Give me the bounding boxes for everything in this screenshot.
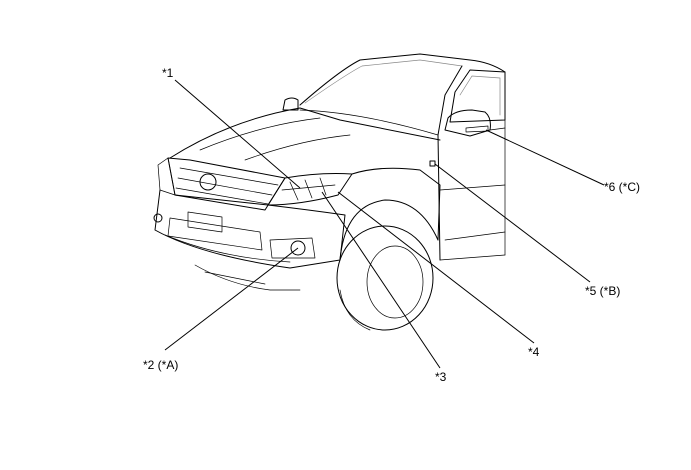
grille-bar-1 bbox=[179, 167, 279, 186]
front-rim bbox=[366, 245, 424, 319]
side-turn-lamp bbox=[429, 160, 436, 167]
body-crease bbox=[439, 184, 506, 191]
front-bumper bbox=[154, 189, 346, 269]
right-headlamp bbox=[267, 173, 353, 206]
front-tire bbox=[336, 225, 434, 331]
callout-1: *1 bbox=[162, 66, 174, 80]
leader-2 bbox=[164, 247, 299, 351]
wheel-arch bbox=[339, 199, 439, 261]
headlamp-inner-1 bbox=[289, 181, 299, 201]
a-pillar bbox=[437, 65, 463, 136]
bumper-lower bbox=[164, 234, 291, 263]
mirror-turn-lamp bbox=[465, 125, 489, 133]
callout-4: *4 bbox=[528, 345, 540, 359]
right-fog-lamp bbox=[290, 240, 306, 256]
grille-bar-3 bbox=[175, 187, 269, 205]
side-window-trim bbox=[459, 75, 501, 116]
side-step bbox=[444, 231, 506, 241]
callout-2: *2 (*A) bbox=[143, 358, 179, 372]
leader-6 bbox=[485, 129, 605, 186]
mirror-stalk bbox=[489, 127, 506, 131]
leader-3 bbox=[321, 191, 441, 369]
license-plate bbox=[187, 211, 223, 233]
right-mirror bbox=[444, 109, 491, 137]
callout-5: *5 (*B) bbox=[585, 284, 621, 298]
headlamp-inner-2 bbox=[304, 179, 313, 199]
windshield-lower bbox=[299, 109, 439, 136]
front-fender bbox=[351, 167, 441, 241]
callout-3: *3 bbox=[435, 370, 447, 384]
roof-line bbox=[299, 53, 506, 106]
leader-1 bbox=[174, 79, 301, 189]
leader-5 bbox=[434, 163, 591, 283]
windshield-upper bbox=[304, 59, 463, 104]
side-sill bbox=[439, 254, 506, 261]
bumper-intake bbox=[167, 217, 263, 251]
hood-outline bbox=[169, 107, 441, 159]
grille-outline bbox=[167, 157, 286, 211]
left-headlamp bbox=[157, 157, 176, 196]
under-shadow bbox=[204, 271, 266, 285]
door-line bbox=[437, 134, 441, 261]
tire-tread bbox=[339, 289, 371, 331]
underbody bbox=[194, 264, 301, 291]
callout-6: *6 (*C) bbox=[604, 180, 641, 194]
hood-crease-2 bbox=[244, 134, 351, 161]
left-fog-lamp bbox=[153, 213, 163, 223]
grille-bar-2 bbox=[177, 177, 273, 196]
hood-crease bbox=[199, 117, 321, 151]
leader-4 bbox=[337, 191, 535, 344]
fog-lamp-housing bbox=[269, 237, 316, 259]
left-mirror bbox=[282, 97, 299, 111]
headlamp-inner-4 bbox=[281, 184, 336, 191]
emblem bbox=[199, 173, 217, 191]
headlamp-inner-3 bbox=[319, 177, 327, 196]
